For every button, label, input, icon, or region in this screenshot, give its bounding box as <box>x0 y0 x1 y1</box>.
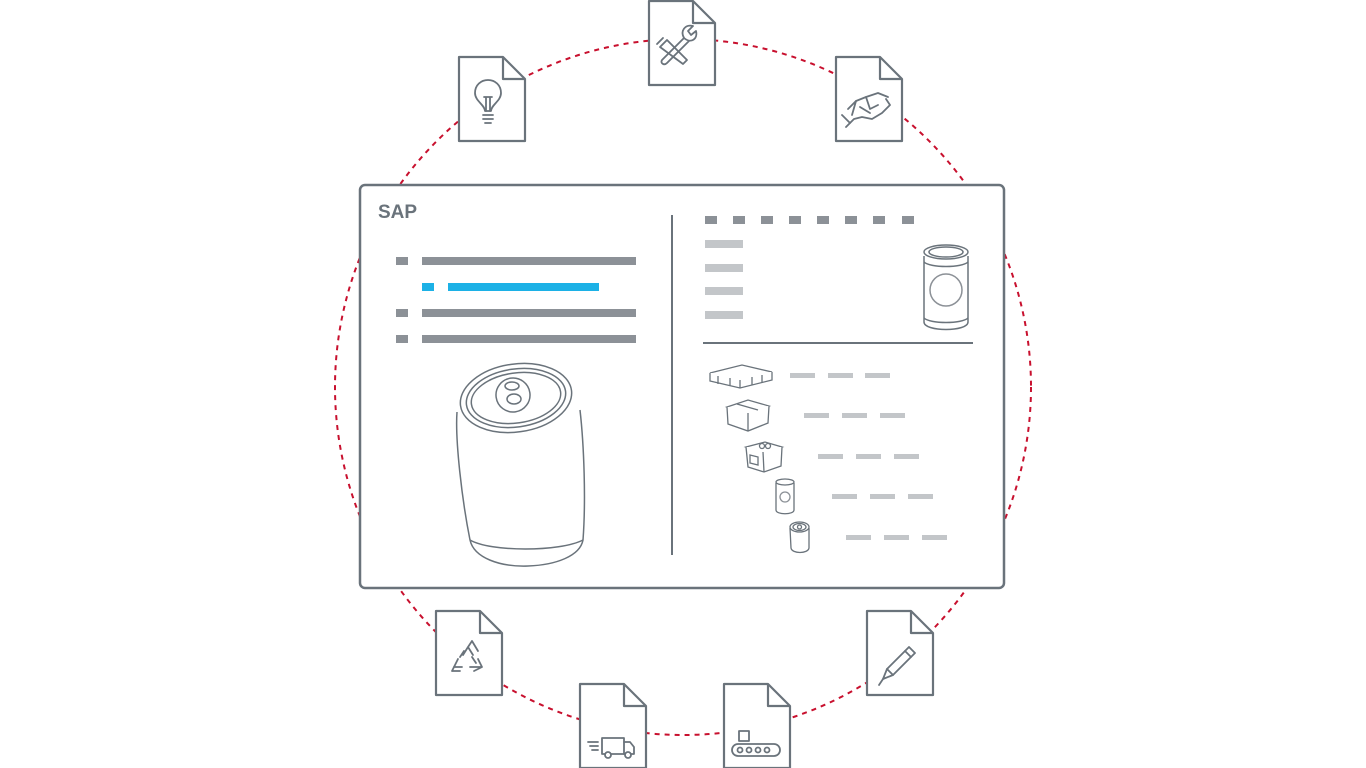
large-can-icon <box>455 362 586 567</box>
recycle-icon <box>451 640 483 672</box>
header-dashes <box>705 216 914 224</box>
pack-icon <box>743 441 785 473</box>
list-line <box>422 309 636 317</box>
hierarchy-row-dashes <box>832 494 933 499</box>
dashed-ring <box>334 38 1032 736</box>
document-agreement <box>834 55 904 143</box>
hierarchy-row-dashes <box>790 373 890 378</box>
list-line-highlight <box>448 283 599 291</box>
attribute-lines <box>705 240 743 319</box>
hierarchy-row-dashes <box>818 454 919 459</box>
can-open-icon <box>789 521 810 554</box>
sap-brand-label: SAP <box>378 202 417 223</box>
pencil-icon <box>878 646 916 686</box>
lightbulb-icon <box>474 79 502 124</box>
box-icon <box>724 399 772 432</box>
document-recycle <box>434 609 504 697</box>
hierarchy-list <box>709 364 947 554</box>
list-line <box>422 335 636 343</box>
document-delivery <box>578 682 648 768</box>
pallet-icon <box>709 364 773 389</box>
list-bullet <box>396 257 408 265</box>
wrench-screwdriver-icon <box>656 24 698 66</box>
document-edit <box>865 609 935 697</box>
list-bullet <box>396 335 408 343</box>
sap-screen: SAP <box>358 183 1006 590</box>
list-bullet-highlight <box>422 283 434 291</box>
document-idea <box>457 55 527 143</box>
list-line <box>422 257 636 265</box>
conveyor-icon <box>731 730 781 757</box>
truck-icon <box>587 737 635 759</box>
document-production <box>722 682 792 768</box>
product-can-icon <box>923 244 969 331</box>
can-icon <box>775 478 795 515</box>
hierarchy-row-dashes <box>804 413 905 418</box>
hierarchy-row-dashes <box>846 535 947 540</box>
document-tools <box>647 0 717 87</box>
list-bullet <box>396 309 408 317</box>
handshake-icon <box>841 92 891 128</box>
left-list <box>396 257 636 343</box>
